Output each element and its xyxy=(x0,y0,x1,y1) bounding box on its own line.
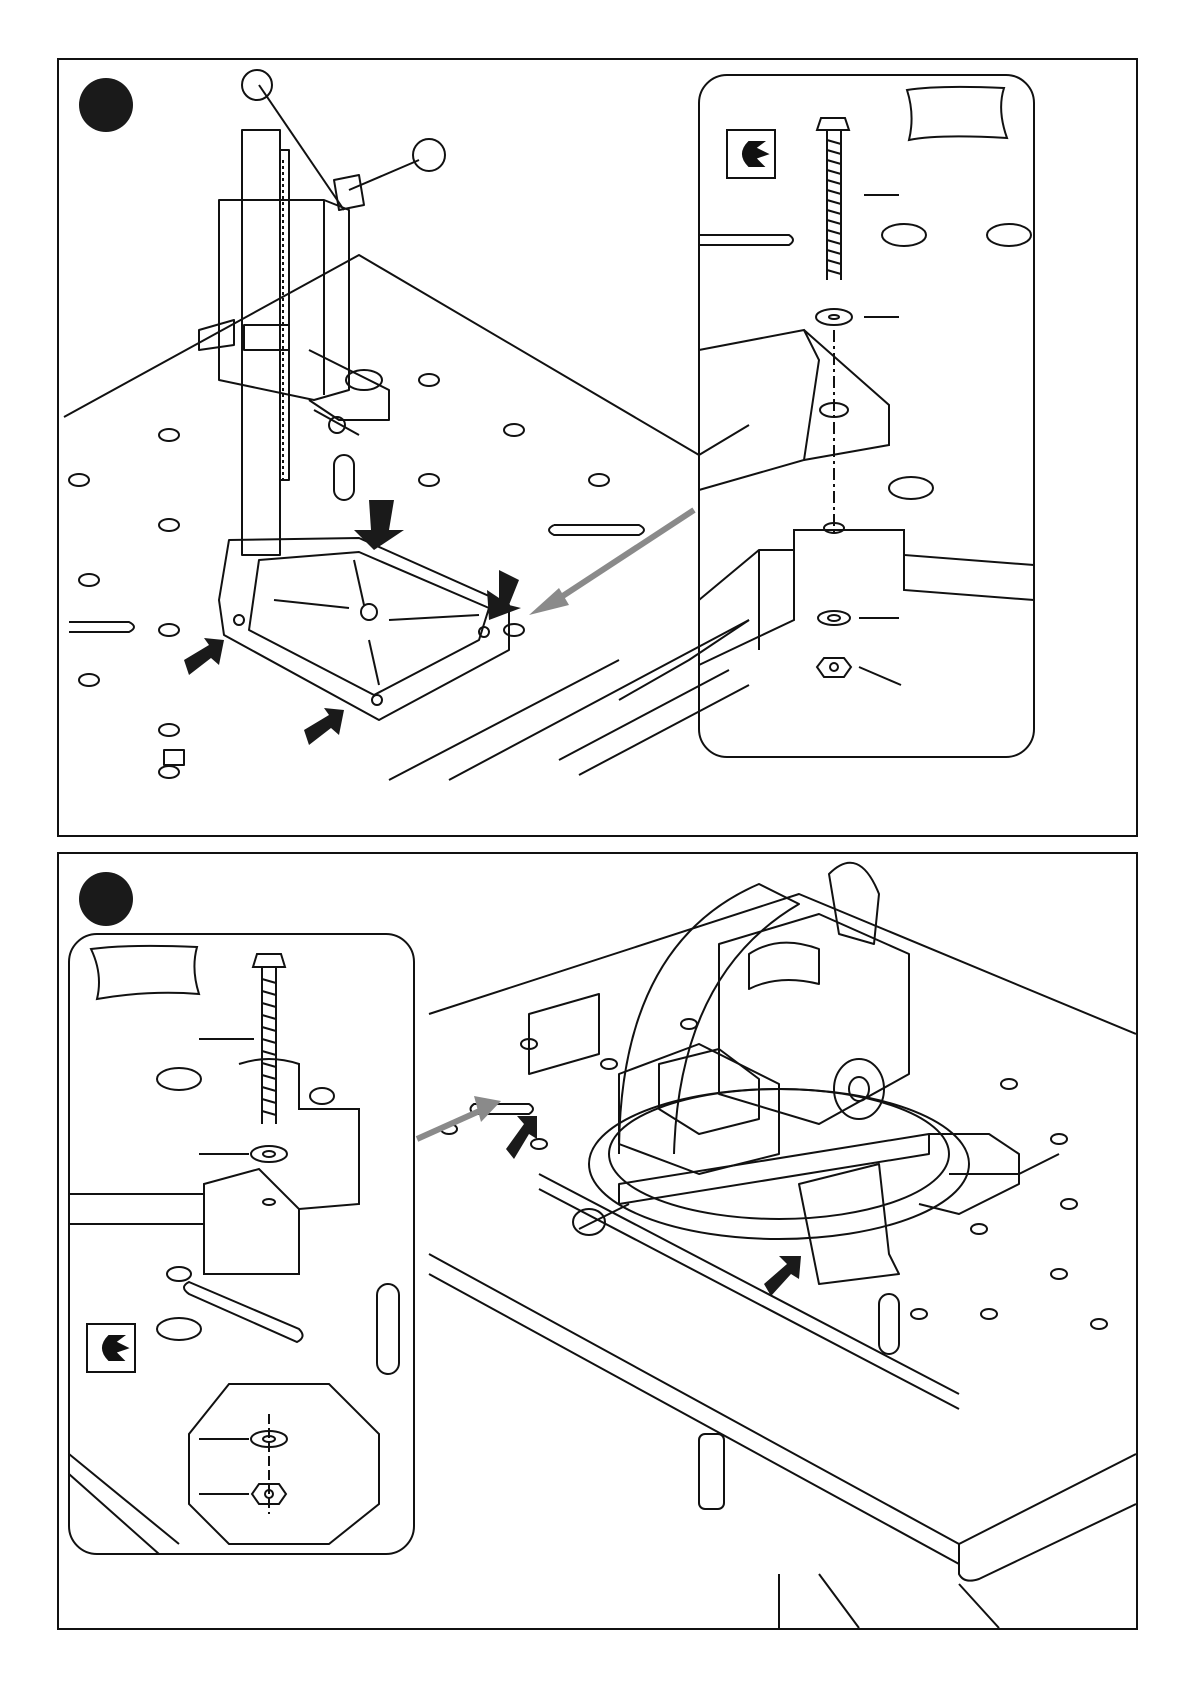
arrow-down-right xyxy=(487,570,521,620)
figure-panel-drill-stand xyxy=(57,58,1138,837)
pointer-arrow-grey xyxy=(417,1096,501,1139)
detail-inset-bolt-assembly xyxy=(699,75,1034,757)
fixing-bag-icon xyxy=(907,87,1007,140)
arrow-up-right xyxy=(764,1256,801,1296)
fixing-bag-icon xyxy=(91,946,199,999)
arrow-up-left xyxy=(506,1116,537,1159)
detail-inset-bolt-assembly xyxy=(69,934,414,1554)
drill-stand-illustration xyxy=(59,60,1136,835)
arrow-up-bottom xyxy=(304,708,344,745)
figure-panel-mitre-saw xyxy=(57,852,1138,1630)
arrow-down-left xyxy=(354,500,404,550)
arrow-up-left xyxy=(184,638,224,675)
callout-arrows xyxy=(506,1116,801,1296)
mitre-saw-illustration xyxy=(59,854,1136,1628)
